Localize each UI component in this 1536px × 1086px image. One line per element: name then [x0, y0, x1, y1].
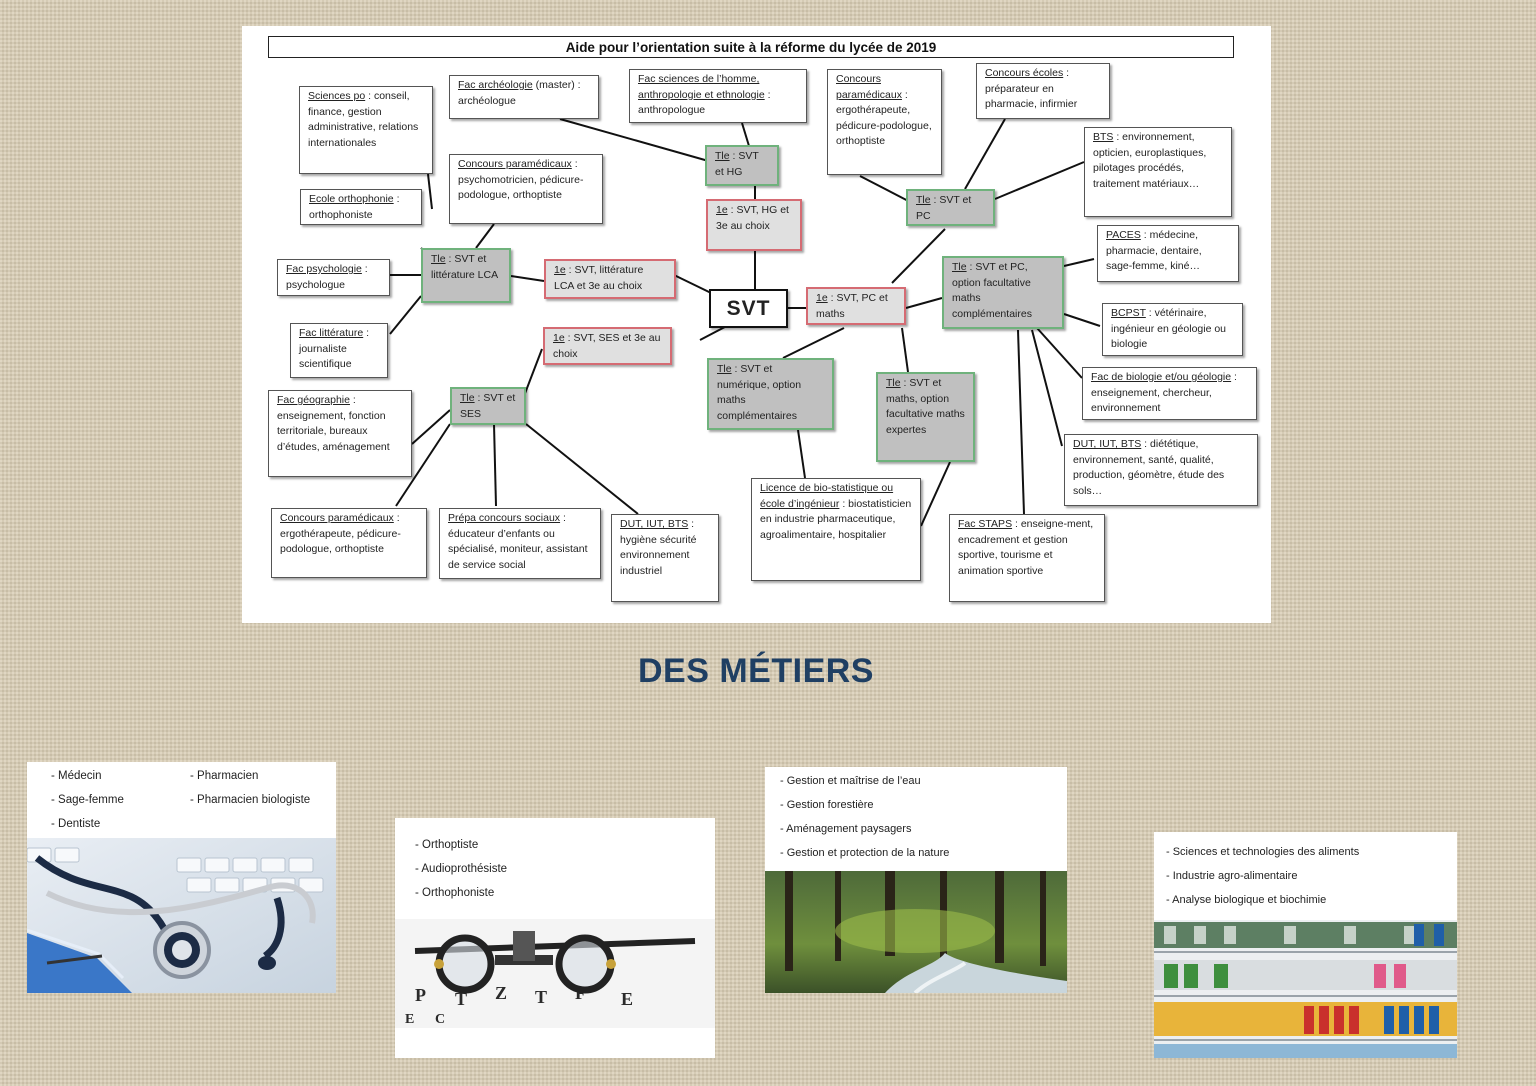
- link: [559, 118, 713, 163]
- node-dut-iut-bts-dietetique: DUT, IUT, BTS : diététique, environnemen…: [1064, 434, 1258, 506]
- node-tle-svt-numerique: Tle : SVT et numérique, option maths com…: [707, 358, 834, 430]
- svg-text:T: T: [535, 987, 547, 1007]
- list-item: - Orthoptiste: [415, 839, 479, 851]
- health-list-col1: - Médecin - Sage-femme - Dentiste: [51, 764, 124, 836]
- link: [395, 423, 451, 507]
- svg-text:T: T: [455, 989, 467, 1009]
- link: [782, 327, 845, 359]
- list-item: - Gestion forestière: [780, 799, 874, 811]
- list-item: - Audioprothésiste: [415, 863, 508, 875]
- node-concours-paramedicaux-bottom: Concours paramédicaux : ergothérapeute, …: [271, 508, 427, 578]
- node-bts-environnement: BTS : environnement, opticien, europlast…: [1084, 127, 1232, 217]
- link: [493, 423, 497, 507]
- orientation-diagram: Aide pour l’orientation suite à la réfor…: [242, 26, 1271, 623]
- stethoscope-photo: [27, 838, 336, 993]
- link: [1063, 258, 1095, 267]
- link: [905, 297, 943, 309]
- node-fac-psychologie: Fac psychologie : psychologue: [277, 259, 390, 296]
- link: [1063, 313, 1101, 327]
- link: [427, 173, 433, 210]
- node-concours-paramedicaux-top: Concours paramédicaux : ergothérapeute, …: [827, 69, 942, 175]
- list-item: - Pharmacien biologiste: [190, 794, 311, 806]
- paramedical-list: - Orthoptiste - Audioprothésiste - Ortho…: [415, 833, 507, 905]
- list-item: - Gestion et maîtrise de l’eau: [780, 775, 921, 787]
- card-nature-professions: - Gestion et maîtrise de l’eau - Gestion…: [765, 767, 1067, 993]
- node-fac-sciences-homme: Fac sciences de l’homme, anthropologie e…: [629, 69, 807, 123]
- supermarket-photo: [1154, 920, 1457, 1058]
- node-tle-svt-ses: Tle : SVT et SES: [450, 387, 526, 425]
- node-licence-biostatistique: Licence de bio-statistique ou école d’in…: [751, 478, 921, 581]
- node-prepa-concours-sociaux: Prépa concours sociaux : éducateur d’enf…: [439, 508, 601, 579]
- diagram-links: [389, 118, 1101, 527]
- svg-text:E: E: [405, 1012, 414, 1027]
- svg-text:P: P: [415, 985, 426, 1005]
- list-item: - Industrie agro-alimentaire: [1166, 870, 1298, 882]
- link: [510, 275, 545, 282]
- link: [1036, 327, 1083, 379]
- list-item: - Dentiste: [51, 818, 101, 830]
- list-item: - Sciences et technologies des aliments: [1166, 846, 1360, 858]
- card-food-professions: - Sciences et technologies des aliments …: [1154, 832, 1457, 1058]
- nature-list: - Gestion et maîtrise de l’eau - Gestion…: [780, 769, 949, 865]
- list-item: - Orthophoniste: [415, 887, 495, 899]
- node-1e-svt-ses: 1e : SVT, SES et 3e au choix: [543, 327, 672, 365]
- link: [964, 118, 1006, 190]
- node-bcpst: BCPST : vétérinaire, ingénieur en géolog…: [1102, 303, 1243, 356]
- svg-text:Z: Z: [495, 983, 507, 1003]
- node-tle-svt-maths: Tle : SVT et maths, option facultative m…: [876, 372, 975, 462]
- node-1e-svt-litterature: 1e : SVT, littérature LCA et 3e au choix: [544, 259, 676, 299]
- list-item: - Gestion et protection de la nature: [780, 847, 950, 859]
- link: [891, 228, 946, 284]
- node-tle-svt-hg: Tle : SVT et HG: [705, 145, 779, 186]
- food-list: - Sciences et technologies des aliments …: [1166, 840, 1359, 912]
- link: [920, 461, 951, 527]
- node-tle-svt-pc: Tle : SVT et PC: [906, 189, 995, 226]
- list-item: - Médecin: [51, 770, 102, 782]
- list-item: - Pharmacien: [190, 770, 259, 782]
- health-list-col2: - Pharmacien - Pharmacien biologiste: [190, 764, 310, 812]
- link: [525, 423, 639, 515]
- link: [411, 409, 451, 445]
- svg-text:E: E: [621, 989, 633, 1009]
- link: [475, 223, 495, 249]
- node-concours-paramedicaux-psy: Concours paramédicaux : psychomotricien,…: [449, 154, 603, 224]
- svt-center-node: SVT: [709, 289, 788, 328]
- node-dut-iut-bts-hygiene: DUT, IUT, BTS : hygiène sécurité environ…: [611, 514, 719, 602]
- node-fac-staps: Fac STAPS : enseigne-ment, encadrement e…: [949, 514, 1105, 602]
- section-title: DES MÉTIERS: [638, 652, 874, 690]
- link: [1031, 329, 1063, 447]
- node-fac-biologie: Fac de biologie et/ou géologie : enseign…: [1082, 367, 1257, 420]
- node-fac-geographie: Fac géographie : enseignement, fonction …: [268, 390, 412, 477]
- link: [994, 161, 1085, 200]
- node-fac-litterature: Fac littérature : journaliste scientifiq…: [290, 323, 388, 378]
- card-paramedical-professions: - Orthoptiste - Audioprothésiste - Ortho…: [395, 818, 715, 1058]
- node-paces: PACES : médecine, pharmacie, dentaire, s…: [1097, 225, 1239, 282]
- node-tle-svt-pc-option: Tle : SVT et PC, option facultative math…: [942, 256, 1064, 329]
- list-item: - Sage-femme: [51, 794, 124, 806]
- link: [741, 122, 750, 147]
- node-tle-svt-lca: Tle : SVT et littérature LCA: [421, 248, 511, 303]
- link: [901, 327, 909, 373]
- eye-test-photo: PT ZT FE CE: [395, 919, 715, 1028]
- link: [389, 295, 422, 335]
- card-health-professions: - Médecin - Sage-femme - Dentiste - Phar…: [27, 762, 336, 993]
- list-item: - Analyse biologique et biochimie: [1166, 894, 1327, 906]
- link: [1017, 329, 1025, 515]
- link: [523, 348, 543, 397]
- node-concours-ecoles: Concours écoles : préparateur en pharmac…: [976, 63, 1110, 119]
- link: [797, 429, 806, 479]
- node-1e-svt-pc-maths: 1e : SVT, PC et maths: [806, 287, 906, 325]
- diagram-title: Aide pour l’orientation suite à la réfor…: [268, 36, 1234, 58]
- node-fac-archeologie: Fac archéologie (master) : archéologue: [449, 75, 599, 119]
- node-sciences-po: Sciences po : conseil, finance, gestion …: [299, 86, 433, 174]
- node-ecole-orthophonie: Ecole orthophonie : orthophoniste: [300, 189, 422, 225]
- forest-photo: [765, 871, 1067, 993]
- svg-text:C: C: [435, 1012, 445, 1027]
- list-item: - Aménagement paysagers: [780, 823, 912, 835]
- node-1e-svt-hg: 1e : SVT, HG et 3e au choix: [706, 199, 802, 251]
